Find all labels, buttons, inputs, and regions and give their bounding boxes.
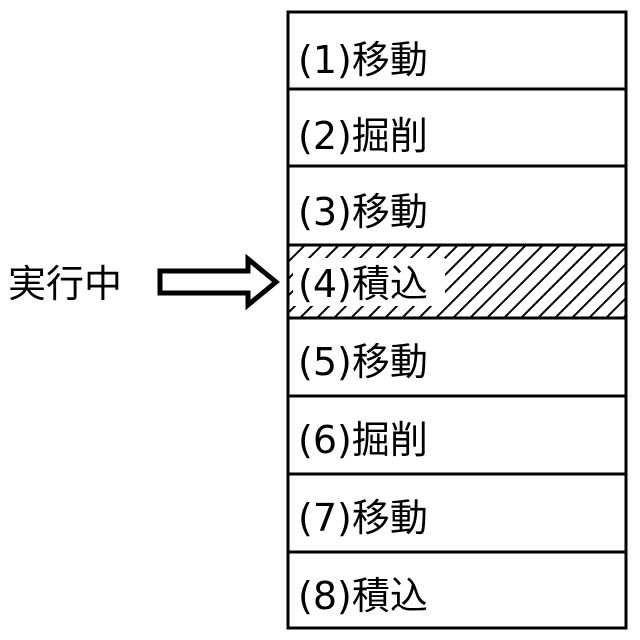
step-4-label: (4)積込 (298, 262, 428, 306)
step-2-label: (2)掘削 (298, 114, 428, 158)
hatch-line (606, 245, 640, 318)
step-5-label: (5)移動 (298, 340, 428, 384)
step-3-label: (3)移動 (298, 190, 428, 234)
pointer-arrow-icon (160, 259, 276, 305)
executing-label: 実行中 (8, 262, 122, 306)
hatch-line (589, 245, 640, 318)
step-labels: (1)移動 (2)掘削 (3)移動 (4)積込 (5)移動 (6)掘削 (7)移… (293, 38, 445, 618)
step-7-label: (7)移動 (298, 496, 428, 540)
step-1-label: (1)移動 (298, 38, 428, 82)
step-8-label: (8)積込 (298, 574, 428, 618)
step-6-label: (6)掘削 (298, 418, 428, 462)
